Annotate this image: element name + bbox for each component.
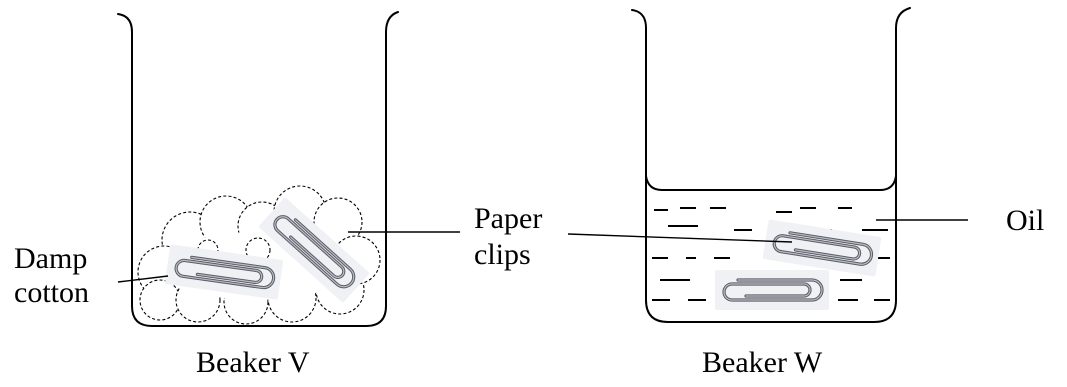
beaker-v-outline bbox=[117, 11, 399, 327]
beaker-w bbox=[631, 7, 911, 323]
beaker-w-outline bbox=[631, 7, 911, 323]
leader-paper-clips-w bbox=[567, 233, 793, 243]
caption-beaker-v: Beaker V bbox=[196, 346, 310, 379]
label-damp: Damp bbox=[14, 242, 87, 275]
caption-beaker-w: Beaker W bbox=[702, 346, 823, 379]
label-oil: Oil bbox=[1006, 204, 1044, 237]
label-cotton: cotton bbox=[14, 276, 89, 309]
label-paper: Paper bbox=[474, 202, 542, 235]
label-clips: clips bbox=[474, 238, 531, 271]
beaker-v bbox=[117, 11, 399, 327]
paper-clip-icon bbox=[760, 217, 884, 279]
paper-clip-icon bbox=[713, 268, 831, 312]
oil bbox=[652, 207, 890, 301]
leader-damp-cotton bbox=[117, 275, 169, 283]
oil-surface bbox=[645, 175, 897, 191]
